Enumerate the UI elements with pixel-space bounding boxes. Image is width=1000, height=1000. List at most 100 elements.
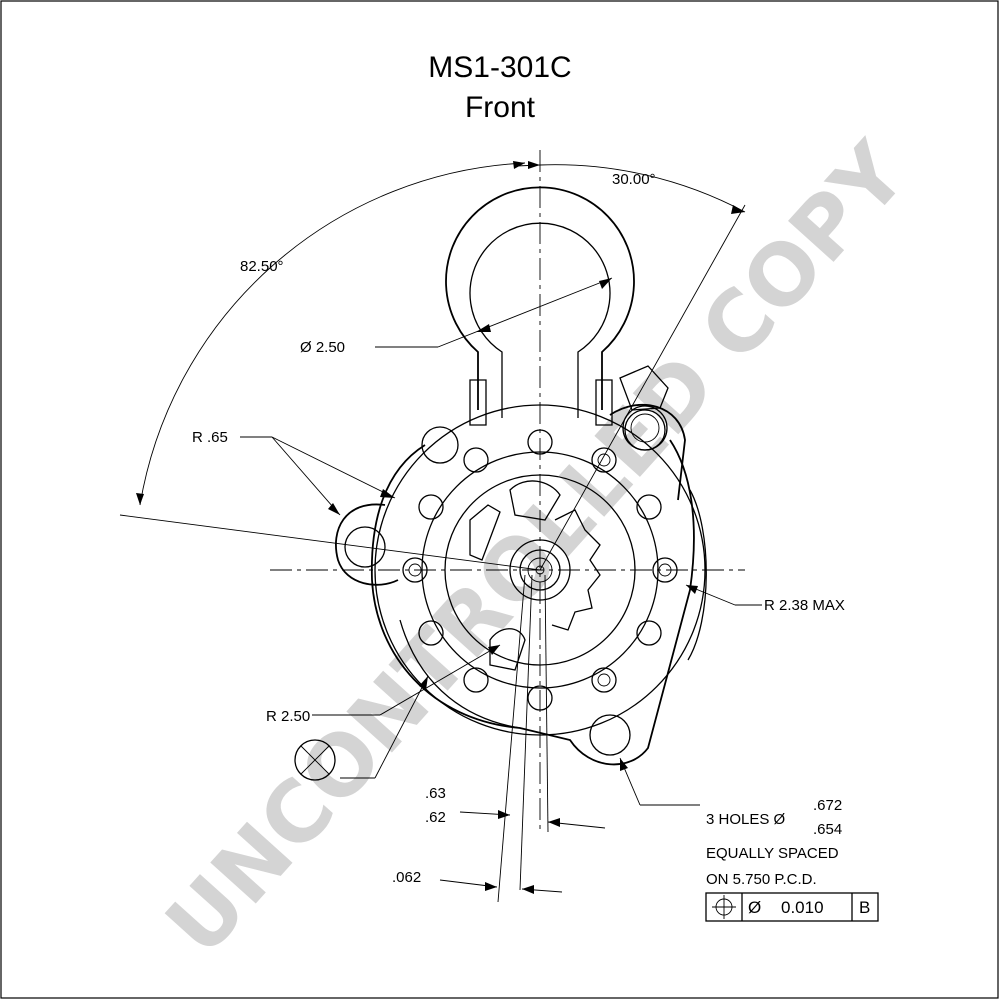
ring-clamp-right <box>595 379 613 426</box>
offset-upper-b-label: .62 <box>425 809 446 826</box>
target-cross-2 <box>300 745 330 775</box>
bolt-hole-1 <box>527 429 553 455</box>
shaft-center <box>535 565 545 575</box>
nose-slot-bottom <box>489 628 526 671</box>
housing-lower-rib <box>399 619 521 729</box>
part-number-title: MS1-301C <box>428 51 571 84</box>
angle-30-label: 30.00° <box>612 171 656 188</box>
radius-ear-label: R .65 <box>192 429 228 446</box>
bolt-head-6 <box>597 673 611 687</box>
fcf-datum: B <box>859 898 870 917</box>
holes-note: 3 HOLES Ø .672 .654 EQUALLY SPACED ON 5.… <box>619 757 842 888</box>
nose-slot-top <box>509 480 561 521</box>
radius-nose-leader: R 2.50 <box>266 644 501 725</box>
holes-label: 3 HOLES Ø <box>706 811 786 828</box>
holes-max-label: .672 <box>813 797 842 814</box>
arc-82-5 <box>139 162 526 506</box>
mount-hole-top-right <box>624 409 666 451</box>
arrow-82-start <box>513 161 525 169</box>
bolt-hole-5 <box>636 620 662 646</box>
holes-arrow <box>620 758 628 771</box>
bolt-pattern <box>402 429 678 711</box>
radius-max-label: R 2.38 MAX <box>764 597 845 614</box>
target-leader <box>374 675 429 779</box>
arc-30 <box>539 164 746 213</box>
off-up-arrow-right <box>548 818 560 827</box>
spacing-line-1: EQUALLY SPACED <box>706 845 839 862</box>
offset-line-a <box>497 574 526 903</box>
r238-arrow <box>686 585 698 594</box>
radius-nose-label: R 2.50 <box>266 708 310 725</box>
off-low-arrow-left <box>485 882 497 891</box>
r250-arrow <box>488 645 500 655</box>
bolt-hole-11 <box>418 494 444 520</box>
center-lines <box>119 150 746 830</box>
bolt-hole-2 <box>591 447 617 473</box>
pinion-teeth <box>551 509 601 631</box>
dia-arrow-2 <box>599 278 612 289</box>
off-low-arrow-right <box>522 885 534 894</box>
offset-lower-dimension: .062 <box>392 869 563 894</box>
solenoid-ring <box>445 186 635 426</box>
diameter-leader: Ø 2.50 <box>300 277 613 356</box>
pinion-hub <box>509 539 571 601</box>
dia-leader-line <box>437 277 613 348</box>
dia-arrow-1 <box>476 324 491 332</box>
arrow-30-end <box>731 205 745 214</box>
mount-hole-left <box>344 526 386 568</box>
offset-line-b <box>519 574 533 891</box>
bolt-hole-3 <box>636 494 662 520</box>
through-bolt-boss <box>421 426 459 464</box>
ring-clamp-left <box>469 379 487 426</box>
fcf-value: 0.010 <box>781 898 824 917</box>
target-circle <box>294 739 336 781</box>
offset-line-c <box>544 574 549 833</box>
bolt-hole-8 <box>463 667 489 693</box>
bolt-head-2 <box>597 453 611 467</box>
r65-leader-1 <box>271 436 396 499</box>
bolt-hole-10 <box>402 557 428 583</box>
terminal-nut <box>619 365 669 411</box>
offset-upper-a-label: .63 <box>425 785 446 802</box>
r65-arrow-2 <box>328 503 340 515</box>
bolt-head-10 <box>408 563 422 577</box>
feature-control-frame: Ø 0.010 B <box>705 892 879 922</box>
housing-side-rib <box>687 489 707 661</box>
radius-ear-leader: R .65 <box>192 429 396 516</box>
bolt-flange <box>374 404 706 736</box>
r250-leader <box>379 644 501 716</box>
fcf-box <box>705 892 879 922</box>
ring-inner <box>469 222 611 418</box>
mount-hole-bottom <box>589 714 631 756</box>
position-icon <box>712 895 736 919</box>
shaft <box>527 557 553 583</box>
datum-target <box>294 675 429 781</box>
off-up-arrow-left <box>498 810 510 819</box>
arrow-82-end <box>136 493 144 505</box>
angle-reference-line-left <box>119 514 541 571</box>
nose-inner <box>444 474 636 666</box>
ear-left <box>335 503 399 586</box>
r65-leader-2 <box>271 436 341 516</box>
r65-arrow-1 <box>380 489 395 498</box>
spacing-line-2: ON 5.750 P.C.D. <box>706 871 817 888</box>
view-title: Front <box>465 91 536 124</box>
target-arrow <box>419 676 428 690</box>
bolt-hole-12 <box>463 447 489 473</box>
ring-outer <box>445 186 635 410</box>
offset-projections <box>497 574 549 903</box>
bolt-head-4 <box>658 563 672 577</box>
nose-slot-left <box>469 504 501 561</box>
offset-lower-label: .062 <box>392 869 421 886</box>
ear-top-right <box>609 403 686 501</box>
nose-housing <box>421 451 659 689</box>
arrow-30-start <box>528 161 540 169</box>
offset-upper-dimension: .63 .62 <box>425 785 606 829</box>
bolt-hole-4 <box>652 557 678 583</box>
angle-82-5-label: 82.50° <box>240 258 284 275</box>
pinion-assembly <box>469 480 601 671</box>
holes-min-label: .654 <box>813 821 842 838</box>
